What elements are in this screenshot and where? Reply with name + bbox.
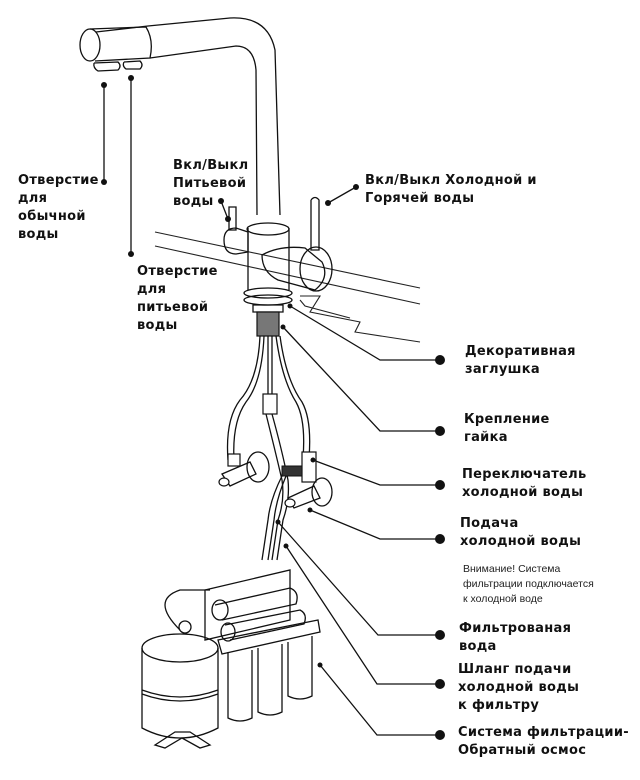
label-cold-water-hose-to-filter: Шланг подачи холодной воды к фильтру bbox=[458, 662, 580, 713]
label-filtration-system: Системa фильтрации- Обратный осмос bbox=[458, 725, 629, 758]
label-filtered-water: Фильтрованая вода bbox=[459, 621, 572, 654]
label-cold-water-switch: Переключатель холодной воды bbox=[462, 467, 587, 500]
label-mounting-nut: Крепление гайка bbox=[464, 412, 550, 445]
label-hot-cold-switch: Вкл/Выкл Холодной и Горячей воды bbox=[365, 173, 537, 206]
callout-leaders bbox=[101, 75, 445, 740]
faucet-spout bbox=[79, 17, 281, 216]
label-decorative-cap: Декоративная заглушка bbox=[465, 344, 576, 377]
mounting-nut bbox=[256, 311, 280, 337]
label-cold-water-supply: Подача холодной воды bbox=[460, 516, 582, 549]
attention-note: Внимание! Система фильтрации подключаетс… bbox=[463, 563, 594, 605]
faucet-body bbox=[223, 196, 333, 313]
storage-tank bbox=[141, 589, 219, 749]
label-drinking-water-switch: Вкл/Выкл Питьевой воды bbox=[173, 158, 249, 209]
angle-valves bbox=[218, 451, 333, 561]
flexible-hoses bbox=[226, 335, 311, 561]
label-regular-water-outlet: Отверстие для обычной воды bbox=[18, 173, 99, 242]
reverse-osmosis-filter-unit bbox=[204, 569, 321, 722]
label-drinking-water-outlet: Отверстие для питьевой воды bbox=[137, 264, 218, 333]
countertop bbox=[154, 231, 421, 343]
